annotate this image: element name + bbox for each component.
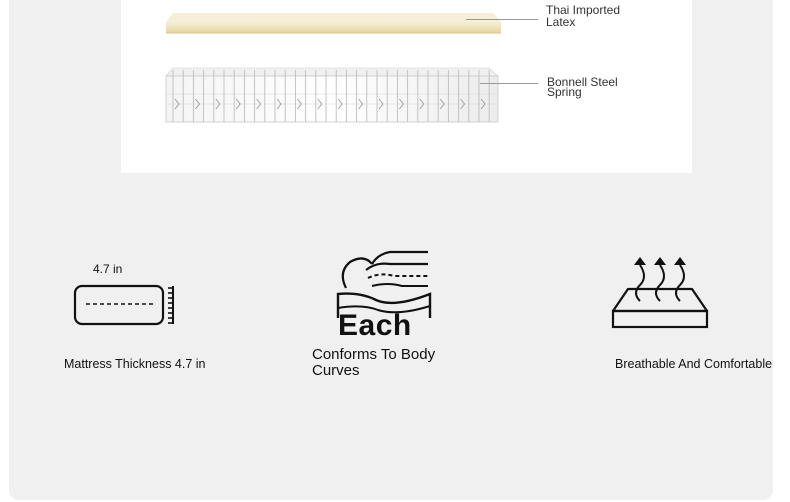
spring-clip <box>235 98 241 110</box>
spring-clip <box>419 98 425 110</box>
spring-clip <box>276 98 282 110</box>
latex-label-line2: Latex <box>546 15 576 29</box>
layer-diagram-card <box>121 0 692 173</box>
spring-clip <box>337 98 343 110</box>
spring-clip <box>399 98 404 110</box>
thickness-label: Mattress Thickness 4.7 in <box>64 357 206 371</box>
body-curve-heading: Each <box>338 309 412 342</box>
spring-label-line2: Spring <box>547 85 582 99</box>
breathable-label: Breathable And Comfortable <box>615 357 773 371</box>
mattress-layer-diagram <box>165 13 501 123</box>
body-curve-label: Conforms To Body Curves <box>312 347 482 379</box>
spring-clip <box>358 98 364 110</box>
body-curve-icon <box>336 250 432 318</box>
spring-clip <box>297 98 302 110</box>
mattress-thickness-icon <box>73 284 174 326</box>
spring-clip <box>256 98 262 110</box>
latex-label-line1: Thai Imported <box>546 3 621 17</box>
spring-leader-line <box>480 83 538 84</box>
latex-layer <box>166 13 501 34</box>
spring-clip <box>215 98 221 110</box>
spring-clip <box>439 98 445 110</box>
latex-layer-label: Thai Imported Latex <box>546 4 620 28</box>
spring-layer-label: Bonnell Steel Spring <box>547 75 618 99</box>
spring-clip <box>317 98 323 110</box>
spring-label-line1: Bonnell Steel <box>547 75 618 89</box>
latex-leader-line <box>466 19 538 20</box>
spring-clip <box>174 98 180 110</box>
body-curve-label-line1: Conforms To Body <box>312 346 436 363</box>
spring-clip <box>378 98 384 110</box>
thickness-tag: 4.7 in <box>93 262 123 276</box>
spring-clip <box>195 98 200 110</box>
body-curve-label-line2: Curves <box>312 362 360 379</box>
spring-layer <box>165 67 499 123</box>
spring-clip <box>480 98 486 110</box>
spring-clip <box>460 98 466 110</box>
breathable-icon <box>611 257 709 329</box>
